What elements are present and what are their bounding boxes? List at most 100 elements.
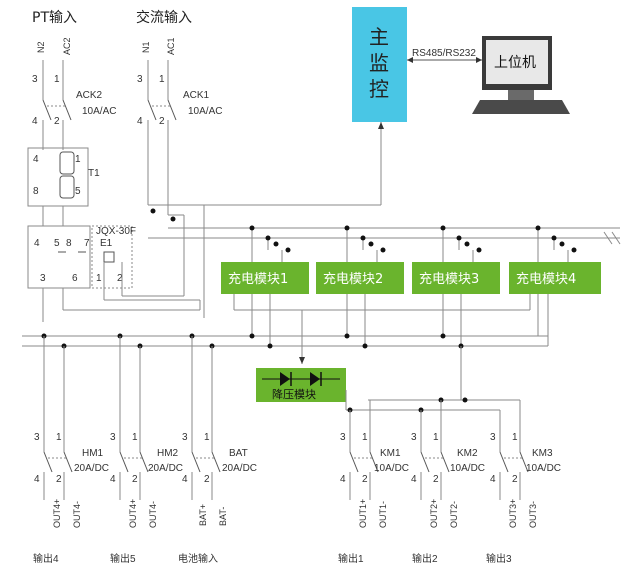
hm1-name: HM1 [82,448,104,459]
out5-minus-label: OUT4- [148,501,158,528]
charge-module-2: 充电模块2 [316,228,404,294]
breaker-ack2: N2 AC2 3 1 4 2 ACK2 10A/AC [32,37,116,140]
hm1-pin3: 3 [110,432,116,443]
t1-pin8: 8 [33,186,39,197]
breaker-out4: 3 1 4 2 OUT4+ OUT4- 输出4 [33,336,82,565]
out3-plus-label: OUT3+ [508,499,518,528]
t1-pin5: 5 [75,186,81,197]
hm1-pin4: 4 [110,474,116,485]
charge-module-1: 充电模块1 [221,228,309,294]
relay-pin4: 4 [34,238,40,249]
km3-pin4: 4 [490,474,496,485]
km1-pin3: 3 [340,432,346,443]
monitor-char-3: 控 [369,77,389,101]
km3-rating: 10A/DC [526,463,561,474]
ack2-pin1: 1 [54,74,60,85]
out4-minus-label: OUT4- [72,501,82,528]
km1-name: KM1 [380,448,401,459]
out1-caption: 输出1 [338,552,364,565]
hm2-pin3: 3 [182,432,188,443]
ack1-rating: 10A/AC [188,106,222,117]
out4-plus-label: OUT4+ [52,499,62,528]
charge-module-3-label: 充电模块3 [419,271,479,287]
km1-pin4: 4 [340,474,346,485]
ack1-pin4: 4 [137,116,143,127]
hm1-pin1: 1 [132,432,138,443]
hm2-pin4: 4 [182,474,188,485]
breaker-hm2: 3 1 4 2 HM2 20A/DC BAT 20A/DC BAT+ BAT- … [148,336,257,565]
out2-plus-label: OUT2+ [429,499,439,528]
relay-pin6: 6 [72,273,78,284]
charge-module-3: 充电模块3 [412,228,500,294]
out4-caption: 输出4 [33,552,59,565]
t1-pin4: 4 [33,154,39,165]
km2-pin4: 4 [411,474,417,485]
top-bus-junctions [150,208,577,253]
out4-pin4: 4 [34,474,40,485]
relay-pin2: 2 [117,273,123,284]
km3-pin2: 2 [512,474,518,485]
transformer-name: T1 [88,168,100,179]
hm2-name: HM2 [157,448,179,459]
ac-input-title: 交流输入 [136,9,192,26]
rs485-link: RS485/RS232 [407,48,482,63]
breaker-km3: 3 1 4 2 KM3 10A/DC OUT3+ OUT3- 输出3 [486,400,561,565]
ack2-pin3: 3 [32,74,38,85]
km1-pin2: 2 [362,474,368,485]
relay-name: JQX-30F [96,226,136,237]
out5-caption: 输出5 [110,552,136,565]
out4-pin3: 3 [34,432,40,443]
ac-ac1-label: AC1 [166,37,176,55]
hm1-rating: 20A/DC [74,463,109,474]
out2-caption: 输出2 [412,552,438,565]
ack2-name: ACK2 [76,90,103,101]
rs485-label: RS485/RS232 [412,48,476,59]
step-down-module: 降压模块 [256,368,346,402]
relay-jqx30f: JQX-30F E1 4 5 8 7 3 6 1 2 [27,225,200,322]
hm2-pin1: 1 [204,432,210,443]
out3-minus-label: OUT3- [528,501,538,528]
km2-name: KM2 [457,448,478,459]
monitor-box [352,7,407,122]
out1-plus-label: OUT1+ [358,499,368,528]
bat-name: BAT [229,448,248,459]
breaker-ack1: N1 AC1 3 1 4 2 ACK1 10A/AC [137,37,222,215]
charge-module-1-label: 充电模块1 [228,271,288,287]
pt-n2-label: N2 [36,41,46,53]
host-pc-label: 上位机 [494,55,536,71]
ac-n1-label: N1 [141,41,151,53]
out4-pin1: 1 [56,432,62,443]
pt-ac2-label: AC2 [62,37,72,55]
hm2-pin2: 2 [204,474,210,485]
km2-pin3: 3 [411,432,417,443]
ack2-pin4: 4 [32,116,38,127]
pt-input-title: PT输入 [32,10,77,26]
ack1-pin1: 1 [159,74,165,85]
charge-module-4-label: 充电模块4 [516,271,576,287]
km3-pin1: 1 [512,432,518,443]
km2-pin1: 1 [433,432,439,443]
bat-rating: 20A/DC [222,463,257,474]
km2-pin2: 2 [433,474,439,485]
t1-pin1: 1 [75,154,81,165]
ack1-name: ACK1 [183,90,210,101]
km1-rating: 10A/DC [374,463,409,474]
breaker-km1: 3 1 4 2 KM1 10A/DC OUT1+ OUT1- 输出1 [338,400,409,565]
ack1-pin2: 2 [159,116,165,127]
km3-name: KM3 [532,448,553,459]
relay-pin5: 5 [54,238,60,249]
transformer-t1: 4 8 1 5 T1 [27,140,100,226]
charge-module-2-label: 充电模块2 [323,271,383,287]
bat-minus-label: BAT- [218,507,228,526]
relay-pin1: 1 [96,273,102,284]
monitor-char-2: 监 [369,51,389,75]
charge-module-4: 充电模块4 [509,228,601,294]
main-monitor: 主 监 控 [352,7,407,122]
out3-caption: 输出3 [486,552,512,565]
ack1-pin3: 3 [137,74,143,85]
relay-pin3: 3 [40,273,46,284]
relay-pin7: 7 [84,238,90,249]
host-pc-icon: 上位机 [472,36,570,114]
battery-caption: 电池输入 [178,552,218,565]
